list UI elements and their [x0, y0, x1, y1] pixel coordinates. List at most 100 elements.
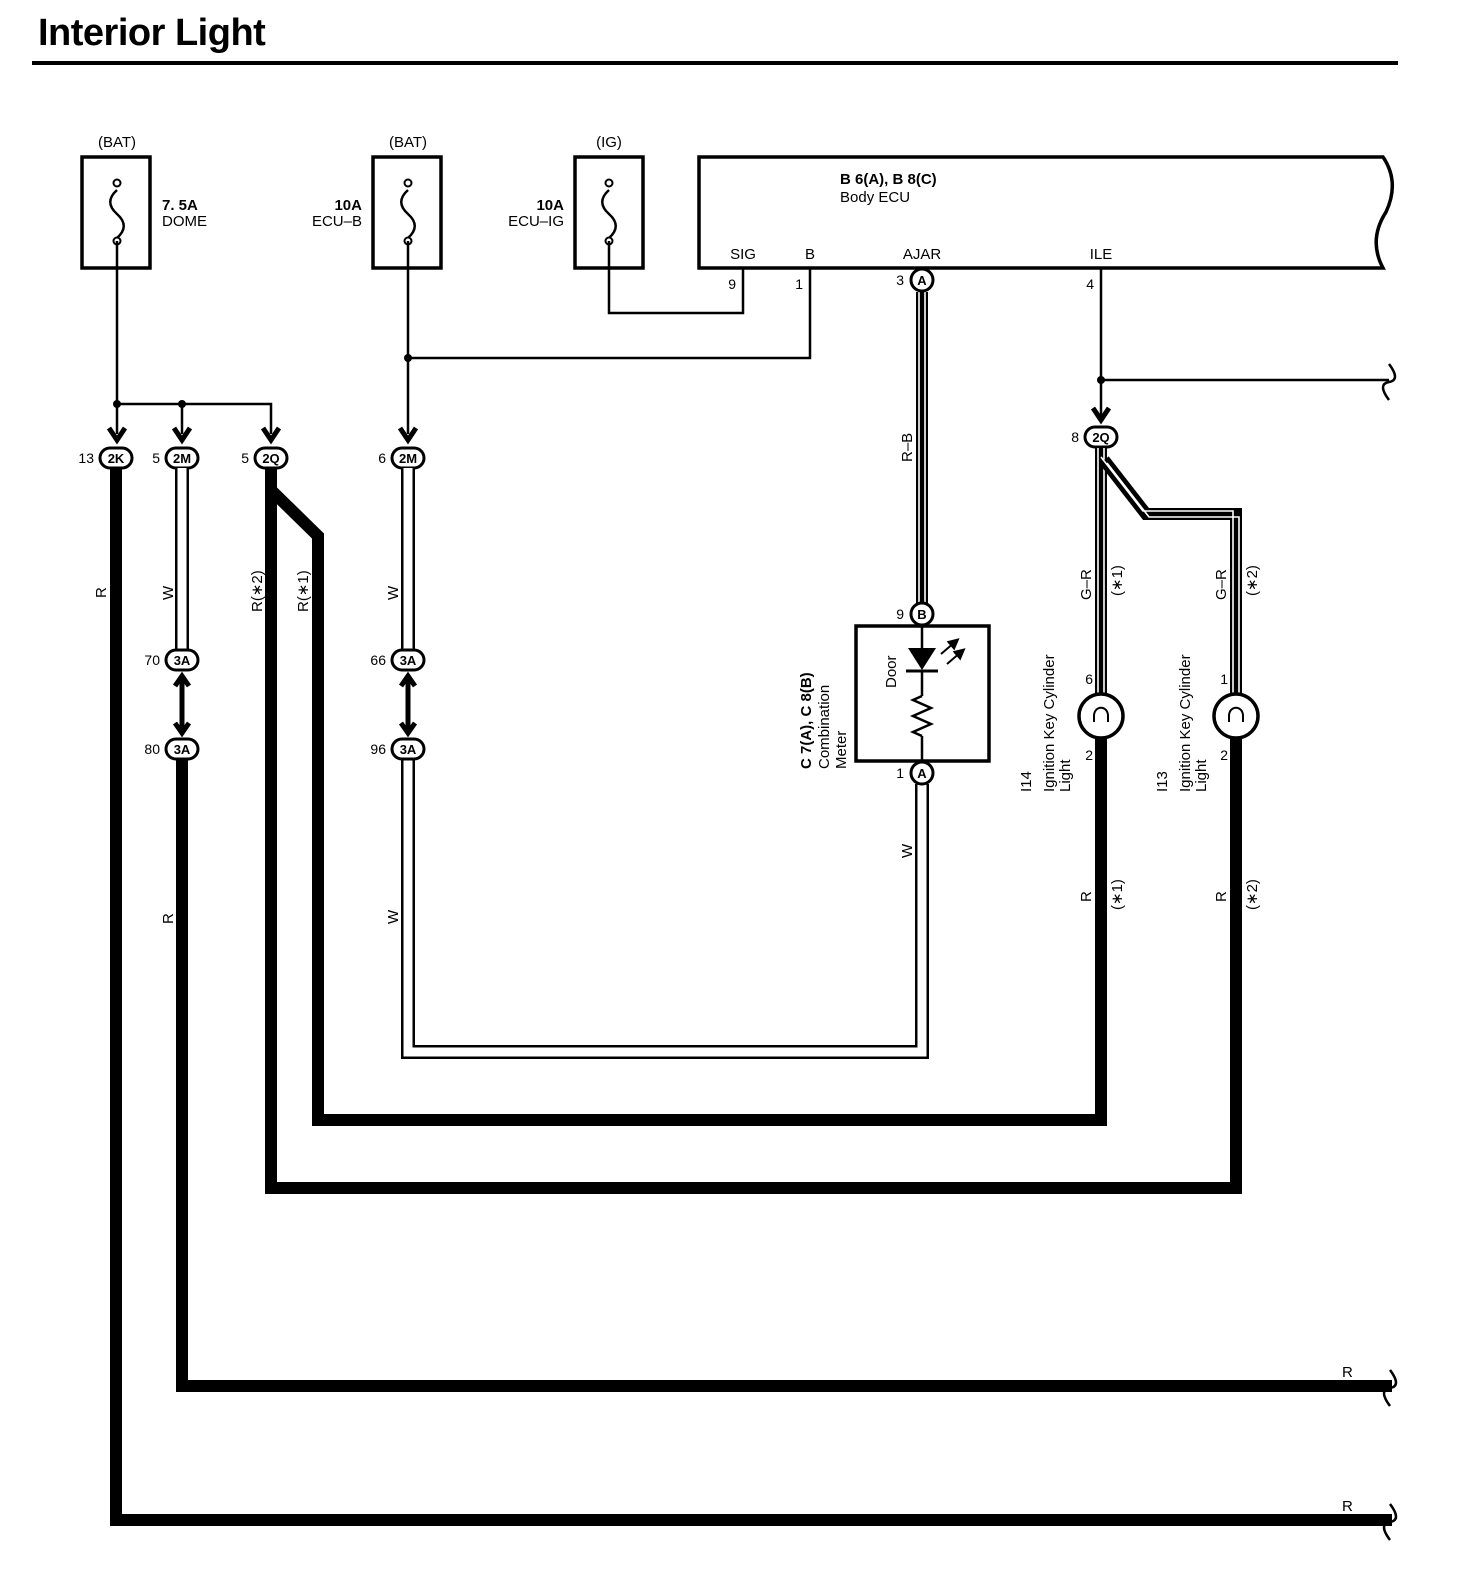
svg-text:R(∗2): R(∗2) [249, 570, 266, 612]
arrow-down-icon [397, 426, 419, 445]
connector-3a-70: 3A 70 [144, 648, 200, 672]
svg-text:2M: 2M [399, 451, 417, 466]
svg-text:R–B: R–B [899, 433, 916, 462]
fuse-element-icon [109, 189, 125, 239]
fuse-dome-source: (BAT) [98, 134, 136, 151]
rb-wire: A [909, 267, 935, 604]
fuse-ecu-ig-name: ECU–IG [508, 213, 564, 230]
svg-text:1: 1 [1220, 671, 1228, 687]
connector-2q-5: 2Q 5 [241, 446, 289, 470]
connector-2q-8: 2Q 8 [1071, 425, 1119, 449]
arrow-down-icon [398, 721, 418, 738]
svg-text:70: 70 [144, 652, 160, 668]
svg-text:6: 6 [378, 450, 386, 466]
svg-text:R: R [1213, 891, 1230, 902]
svg-text:3A: 3A [174, 742, 191, 757]
body-ecu-code: B 6(A), B 8(C) [840, 171, 937, 188]
arrow-down-icon [171, 426, 193, 445]
meter-indicator-label: Door [883, 655, 900, 688]
svg-text:13: 13 [78, 450, 94, 466]
svg-text:2: 2 [1085, 747, 1093, 763]
svg-text:8: 8 [1071, 429, 1079, 445]
svg-text:G–R: G–R [1213, 569, 1230, 600]
wire-color-labels: R W R(∗2) R(∗1) W R–B G–R (∗1) G–R (∗2) … [93, 433, 1353, 1515]
svg-text:R(∗1): R(∗1) [295, 570, 312, 612]
terminal-sig-label: SIG [730, 246, 756, 263]
fuse-ecu-ig-source: (IG) [596, 134, 622, 151]
svg-text:5: 5 [241, 450, 249, 466]
title-divider [32, 61, 1398, 65]
light-i14-line2: Light [1057, 759, 1074, 792]
connector-3a-66: 3A 66 [370, 648, 426, 672]
arrow-down-icon [260, 426, 282, 445]
fuse-dome-rating: 7. 5A [162, 197, 198, 214]
fuse-ecu-ig-rating: 10A [536, 197, 564, 214]
light-i13: 1 2 I13 Ignition Key Cylinder Light [1154, 654, 1260, 792]
light-i13-line1: Ignition Key Cylinder [1177, 654, 1194, 792]
svg-text:3A: 3A [400, 742, 417, 757]
terminal-ajar-pin: 3 [896, 272, 904, 288]
svg-text:(∗1): (∗1) [1109, 879, 1126, 910]
fuse-ecu-ig: (IG) 10A ECU–IG [508, 134, 645, 270]
continuation-break-icon [1382, 1503, 1398, 1541]
connector-3a-pairs: 3A 70 3A 80 3A 66 3A 96 [144, 648, 426, 761]
terminal-b-label: B [805, 246, 815, 263]
light-i14: 6 2 I14 Ignition Key Cylinder Light [1018, 654, 1125, 792]
led-icon [908, 648, 936, 670]
light-i13-line2: Light [1193, 759, 1210, 792]
bulb-icon [1093, 706, 1109, 722]
r-wires [110, 468, 1398, 1541]
svg-text:80: 80 [144, 741, 160, 757]
svg-text:(∗2): (∗2) [1244, 879, 1261, 910]
gr-wires [1095, 448, 1242, 701]
resistor-icon [909, 694, 935, 738]
svg-text:6: 6 [1085, 671, 1093, 687]
light-i13-code: I13 [1154, 771, 1171, 792]
meter-name-line2: Meter [833, 731, 850, 769]
fuse-ecu-b: (BAT) 10A ECU–B [312, 134, 443, 270]
meter-connector-bottom: A [917, 766, 927, 781]
page-title: Interior Light [38, 12, 266, 54]
svg-text:2K: 2K [108, 451, 125, 466]
svg-text:R: R [1342, 1498, 1353, 1515]
svg-text:R: R [1078, 891, 1095, 902]
terminal-sig-pin: 9 [728, 276, 736, 292]
svg-text:2M: 2M [173, 451, 191, 466]
light-i14-code: I14 [1018, 771, 1035, 792]
connector-2k-13: 2K 13 [78, 446, 134, 470]
fuse-dome-name: DOME [162, 213, 207, 230]
svg-text:3A: 3A [400, 653, 417, 668]
arrow-up-icon [398, 671, 418, 688]
combination-meter: B 9 A 1 Door C 7(A), C 8(B) Combination … [798, 601, 991, 786]
continuation-break-icon [1382, 1369, 1398, 1407]
bulb-icon [1228, 706, 1244, 722]
svg-text:R: R [1342, 1364, 1353, 1381]
arrow-up-icon [172, 671, 192, 688]
ajar-connector-letter: A [917, 273, 927, 288]
meter-name-line1: Combination [816, 685, 833, 769]
fuse-ecu-b-source: (BAT) [389, 134, 427, 151]
fuse-dome: (BAT) 7. 5A DOME [80, 134, 207, 270]
svg-text:(∗2): (∗2) [1244, 565, 1261, 596]
svg-text:66: 66 [370, 652, 386, 668]
light-i14-line1: Ignition Key Cylinder [1041, 654, 1058, 792]
meter-pin-bottom: 1 [896, 765, 904, 781]
svg-text:W: W [160, 585, 177, 600]
svg-text:W: W [385, 909, 402, 924]
svg-text:2: 2 [1220, 747, 1228, 763]
arrow-down-icon [106, 426, 128, 445]
fuse-ecu-b-name: ECU–B [312, 213, 362, 230]
meter-connector-top: B [917, 607, 926, 622]
continuation-break-icon [1381, 363, 1397, 401]
connector-3a-80: 3A 80 [144, 737, 200, 761]
svg-text:W: W [385, 585, 402, 600]
w-wires [175, 468, 929, 1059]
svg-text:R: R [93, 587, 110, 598]
arrow-down-icon [1090, 406, 1112, 425]
svg-text:2Q: 2Q [262, 451, 279, 466]
fuse-element-icon [400, 189, 416, 239]
meter-pin-top: 9 [896, 606, 904, 622]
meter-code: C 7(A), C 8(B) [798, 672, 815, 769]
svg-text:5: 5 [152, 450, 160, 466]
